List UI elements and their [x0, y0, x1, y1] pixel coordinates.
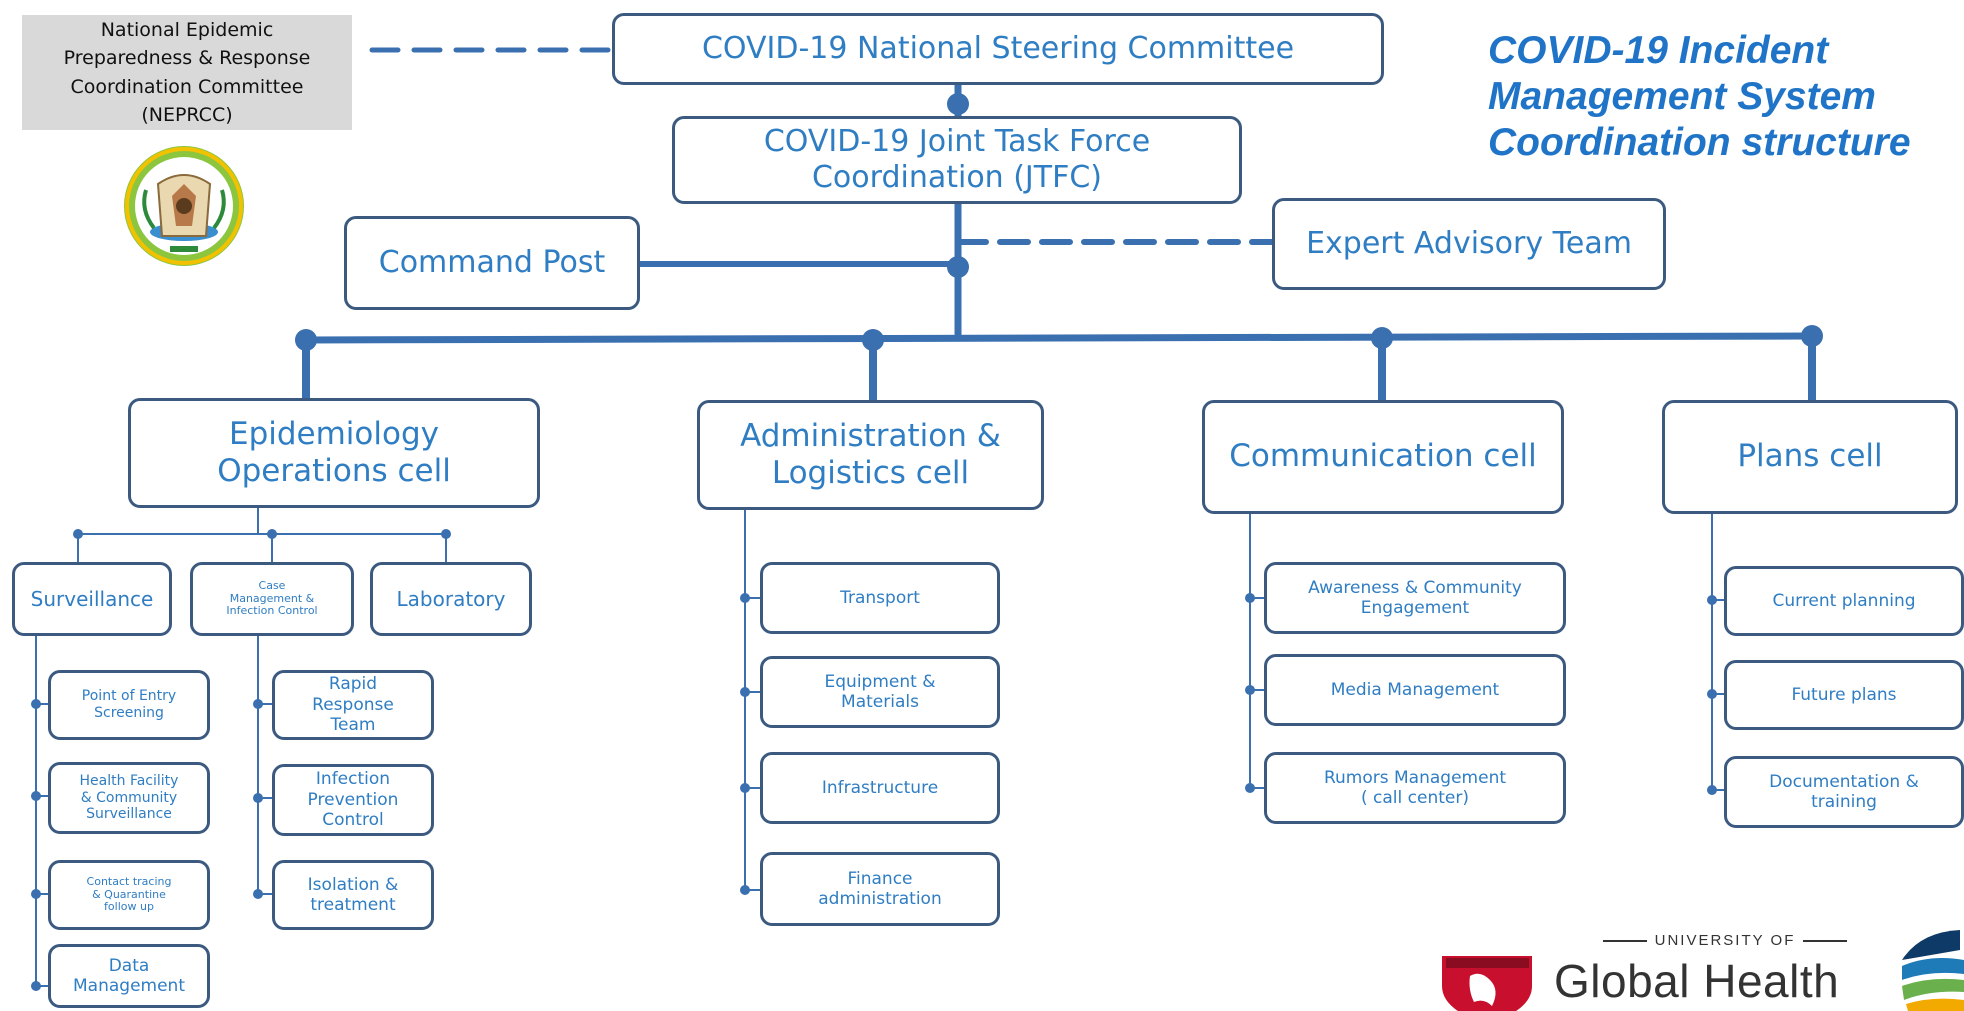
plans-cell-box: Plans cell [1662, 400, 1958, 514]
future-plans-box: Future plans [1724, 660, 1964, 730]
rumors-management-box: Rumors Management ( call center) [1264, 752, 1566, 824]
documentation-training-box: Documentation & training [1724, 756, 1964, 828]
case-management-box: Case Management & Infection Control [190, 562, 354, 636]
current-planning-box: Current planning [1724, 566, 1964, 636]
steering-committee-box: COVID-19 National Steering Committee [612, 13, 1384, 85]
global-health-label: Global Health [1554, 955, 1840, 1007]
point-of-entry-box: Point of Entry Screening [48, 670, 210, 740]
university-shield-icon [1442, 956, 1532, 1011]
rapid-response-team-box: Rapid Response Team [272, 670, 434, 740]
rwanda-coat-of-arms-icon [124, 146, 244, 266]
administration-cell-box: Administration & Logistics cell [697, 400, 1044, 510]
media-management-box: Media Management [1264, 654, 1566, 726]
health-facility-surveillance-box: Health Facility & Community Surveillance [48, 762, 210, 834]
infrastructure-box: Infrastructure [760, 752, 1000, 824]
epidemiology-cell-box: Epidemiology Operations cell [128, 398, 540, 508]
university-of-label: UNIVERSITY OF [1590, 932, 1860, 949]
laboratory-box: Laboratory [370, 562, 532, 636]
equipment-materials-box: Equipment & Materials [760, 656, 1000, 728]
university-global-health-logo: UNIVERSITY OF Global Health [1440, 930, 1860, 1011]
diagram-title: COVID-19 Incident Management System Coor… [1488, 29, 1911, 165]
contact-tracing-box: Contact tracing & Quarantine follow up [48, 860, 210, 930]
surveillance-box: Surveillance [12, 562, 172, 636]
neprcc-box: National Epidemic Preparedness & Respons… [22, 15, 352, 130]
transport-box: Transport [760, 562, 1000, 634]
data-management-box: Data Management [48, 944, 210, 1008]
partner-logo-icon [1902, 930, 1964, 1011]
infection-prevention-box: Infection Prevention Control [272, 764, 434, 836]
expert-advisory-team-box: Expert Advisory Team [1272, 198, 1666, 290]
awareness-engagement-box: Awareness & Community Engagement [1264, 562, 1566, 634]
command-post-box: Command Post [344, 216, 640, 310]
isolation-treatment-box: Isolation & treatment [272, 860, 434, 930]
jtfc-box: COVID-19 Joint Task Force Coordination (… [672, 116, 1242, 204]
finance-administration-box: Finance administration [760, 852, 1000, 926]
communication-cell-box: Communication cell [1202, 400, 1564, 514]
